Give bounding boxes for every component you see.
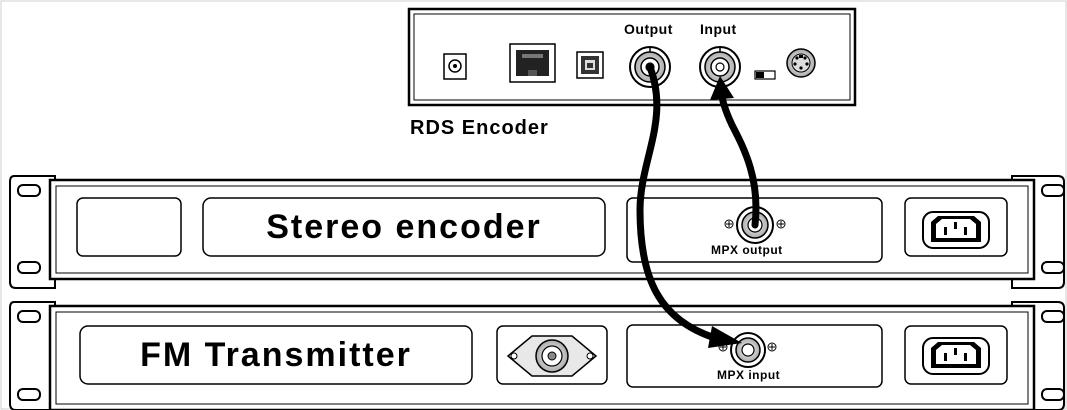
rds-encoder-title: RDS Encoder <box>410 117 549 139</box>
power-inlet-icon <box>922 337 990 375</box>
power-inlet-icon <box>922 211 990 249</box>
arrowhead-fm-input <box>708 326 742 348</box>
rds-input-label: Input <box>700 21 737 37</box>
usb-port-icon <box>576 51 604 79</box>
rds-encoder-device <box>407 7 857 107</box>
mpx-output-label: MPX output <box>711 243 783 257</box>
cable-stereo-to-rds <box>718 91 760 229</box>
stereo-encoder-title: Stereo encoder <box>266 207 542 246</box>
mini-din-port-icon <box>786 48 816 78</box>
rds-output-label: Output <box>624 21 673 37</box>
cable-rds-to-fm <box>636 63 719 342</box>
dc-power-jack-icon <box>443 53 467 80</box>
mpx-input-bnc-icon <box>718 332 777 368</box>
fm-transmitter-title: FM Transmitter <box>140 335 412 374</box>
rf-n-connector-icon <box>506 335 598 377</box>
ethernet-port-icon <box>509 43 556 83</box>
slide-switch-icon <box>754 70 776 80</box>
mpx-input-label: MPX input <box>717 368 781 382</box>
arrowhead-rds-input <box>710 76 734 100</box>
